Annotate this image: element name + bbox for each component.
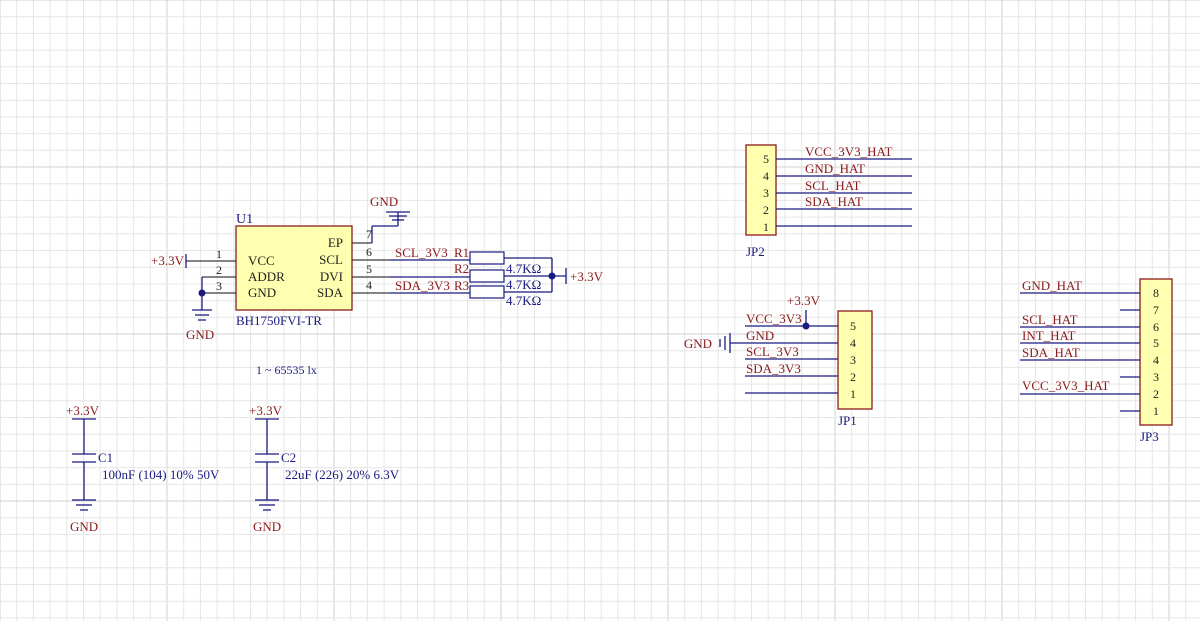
- jp2-pin-2: 2: [763, 203, 769, 217]
- u1-gnd-label: GND: [186, 327, 214, 342]
- capacitor-c1[interactable]: +3.3V C1 100nF (104) 10% 50V GND: [66, 403, 220, 534]
- u1-vcc-port[interactable]: +3.3V: [151, 253, 187, 268]
- ep-gnd-label: GND: [370, 194, 398, 209]
- jp2-net-scl-hat: SCL_HAT: [805, 178, 861, 193]
- jp2-net-sda-hat: SDA_HAT: [805, 194, 863, 209]
- r3-designator: R3: [454, 278, 469, 293]
- u1-range-note: 1 ~ 65535 lx: [256, 363, 317, 377]
- jp3-pin-7: 7: [1153, 303, 1159, 317]
- jp3-body[interactable]: [1139, 278, 1173, 426]
- jp3-pin-5: 5: [1153, 336, 1159, 350]
- resistor-pullup-wires: [504, 257, 567, 293]
- jp1-body[interactable]: [837, 310, 873, 410]
- jp1-gnd-symbol-label: GND: [684, 336, 712, 351]
- c1-gnd-label: GND: [70, 519, 98, 534]
- jp1-designator: JP1: [838, 413, 857, 428]
- c1-vcc-label: +3.3V: [66, 403, 100, 418]
- r1-designator: R1: [454, 245, 469, 260]
- c2-value: 22uF (226) 20% 6.3V: [285, 467, 400, 482]
- u1-component[interactable]: U1 BH1750FVI-TR 1 ~ 65535 lx 1 2 3 VCC A…: [186, 212, 390, 377]
- jp3-net-sda-hat: SDA_HAT: [1022, 345, 1080, 360]
- sda-3v3-net-label: SDA_3V3: [395, 278, 450, 293]
- jp2-pin-1: 1: [763, 220, 769, 234]
- jp2-pin-5: 5: [763, 152, 769, 166]
- u1-pin-2-num: 2: [216, 263, 222, 277]
- capacitor-c2[interactable]: +3.3V C2 22uF (226) 20% 6.3V GND: [249, 403, 400, 534]
- c2-vcc-label: +3.3V: [249, 403, 283, 418]
- r1-value: 4.7KΩ: [506, 261, 541, 276]
- jp1-net-sda-3v3: SDA_3V3: [746, 361, 801, 376]
- u1-designator: U1: [236, 212, 253, 227]
- u1-body[interactable]: [235, 225, 353, 311]
- jp1-pin-3: 3: [850, 353, 856, 367]
- connector-jp1[interactable]: 5 4 3 2 1 +3.3V VCC_3V3 GND SCL_3V3 SDA_…: [684, 293, 873, 428]
- c1-value: 100nF (104) 10% 50V: [102, 467, 220, 482]
- r2-value: 4.7KΩ: [506, 277, 541, 292]
- pullup-vcc-label: +3.3V: [570, 269, 604, 284]
- jp2-net-gnd-hat: GND_HAT: [805, 161, 865, 176]
- r2-designator: R2: [454, 261, 469, 276]
- u1-pin-scl: SCL: [319, 252, 343, 267]
- u1-pin-7-num: 7: [366, 227, 372, 241]
- jp1-pin-1: 1: [850, 387, 856, 401]
- resistor-r3[interactable]: R3 4.7KΩ: [454, 278, 541, 308]
- u1-pin-1-num: 1: [216, 247, 222, 261]
- jp1-net-vcc-3v3: VCC_3V3: [746, 311, 802, 326]
- jp3-pin-1: 1: [1153, 404, 1159, 418]
- connector-jp3[interactable]: 8 7 6 5 4 3 2 1 GND_HAT SCL_HAT INT_HAT …: [1020, 278, 1173, 444]
- jp1-pin-4: 4: [850, 336, 856, 350]
- jp2-pin-3: 3: [763, 186, 769, 200]
- jp2-designator: JP2: [746, 244, 765, 259]
- u1-part-number: BH1750FVI-TR: [236, 313, 322, 328]
- scl-3v3-net-label: SCL_3V3: [395, 245, 448, 260]
- c1-designator: C1: [98, 450, 113, 465]
- u1-pin-vcc: VCC: [248, 253, 275, 268]
- u1-pin-gnd: GND: [248, 285, 276, 300]
- jp3-net-vcc-3v3-hat: VCC_3V3_HAT: [1022, 378, 1109, 393]
- resistor-r2[interactable]: R2 4.7KΩ: [454, 261, 541, 292]
- u1-vcc-label: +3.3V: [151, 253, 185, 268]
- u1-ep-gnd: GND: [370, 194, 410, 243]
- jp3-net-scl-hat: SCL_HAT: [1022, 312, 1078, 327]
- c2-gnd-label: GND: [253, 519, 281, 534]
- jp2-pin-4: 4: [763, 169, 769, 183]
- jp1-pin-5: 5: [850, 319, 856, 333]
- jp3-designator: JP3: [1140, 429, 1159, 444]
- jp3-pin-3: 3: [1153, 370, 1159, 384]
- jp2-net-vcc-3v3-hat: VCC_3V3_HAT: [805, 144, 892, 159]
- u1-pin-ep: EP: [328, 235, 343, 250]
- jp1-net-scl-3v3: SCL_3V3: [746, 344, 799, 359]
- u1-pin-6-num: 6: [366, 245, 372, 259]
- jp1-net-gnd: GND: [746, 328, 774, 343]
- u1-pin-dvi: DVI: [320, 269, 343, 284]
- jp3-net-gnd-hat: GND_HAT: [1022, 278, 1082, 293]
- u1-addr-gnd-wire: GND: [186, 277, 214, 342]
- c2-designator: C2: [281, 450, 296, 465]
- jp3-pin-2: 2: [1153, 387, 1159, 401]
- jp2-body[interactable]: [745, 144, 777, 236]
- jp3-pin-6: 6: [1153, 320, 1159, 334]
- u1-pin-addr: ADDR: [248, 269, 285, 284]
- resistor-r1[interactable]: R1 4.7KΩ: [454, 245, 541, 276]
- jp3-pin-4: 4: [1153, 353, 1159, 367]
- jp1-power-label: +3.3V: [787, 293, 821, 308]
- u1-pin-sda: SDA: [317, 285, 344, 300]
- jp1-pin-2: 2: [850, 370, 856, 384]
- u1-pin-4-num: 4: [366, 278, 372, 292]
- connector-jp2[interactable]: 5 4 3 2 1 VCC_3V3_HAT GND_HAT SCL_HAT SD…: [745, 144, 912, 259]
- u1-pin-5-num: 5: [366, 262, 372, 276]
- u1-pin-3-num: 3: [216, 279, 222, 293]
- r3-value: 4.7KΩ: [506, 293, 541, 308]
- jp3-pin-8: 8: [1153, 286, 1159, 300]
- jp3-net-int-hat: INT_HAT: [1022, 328, 1075, 343]
